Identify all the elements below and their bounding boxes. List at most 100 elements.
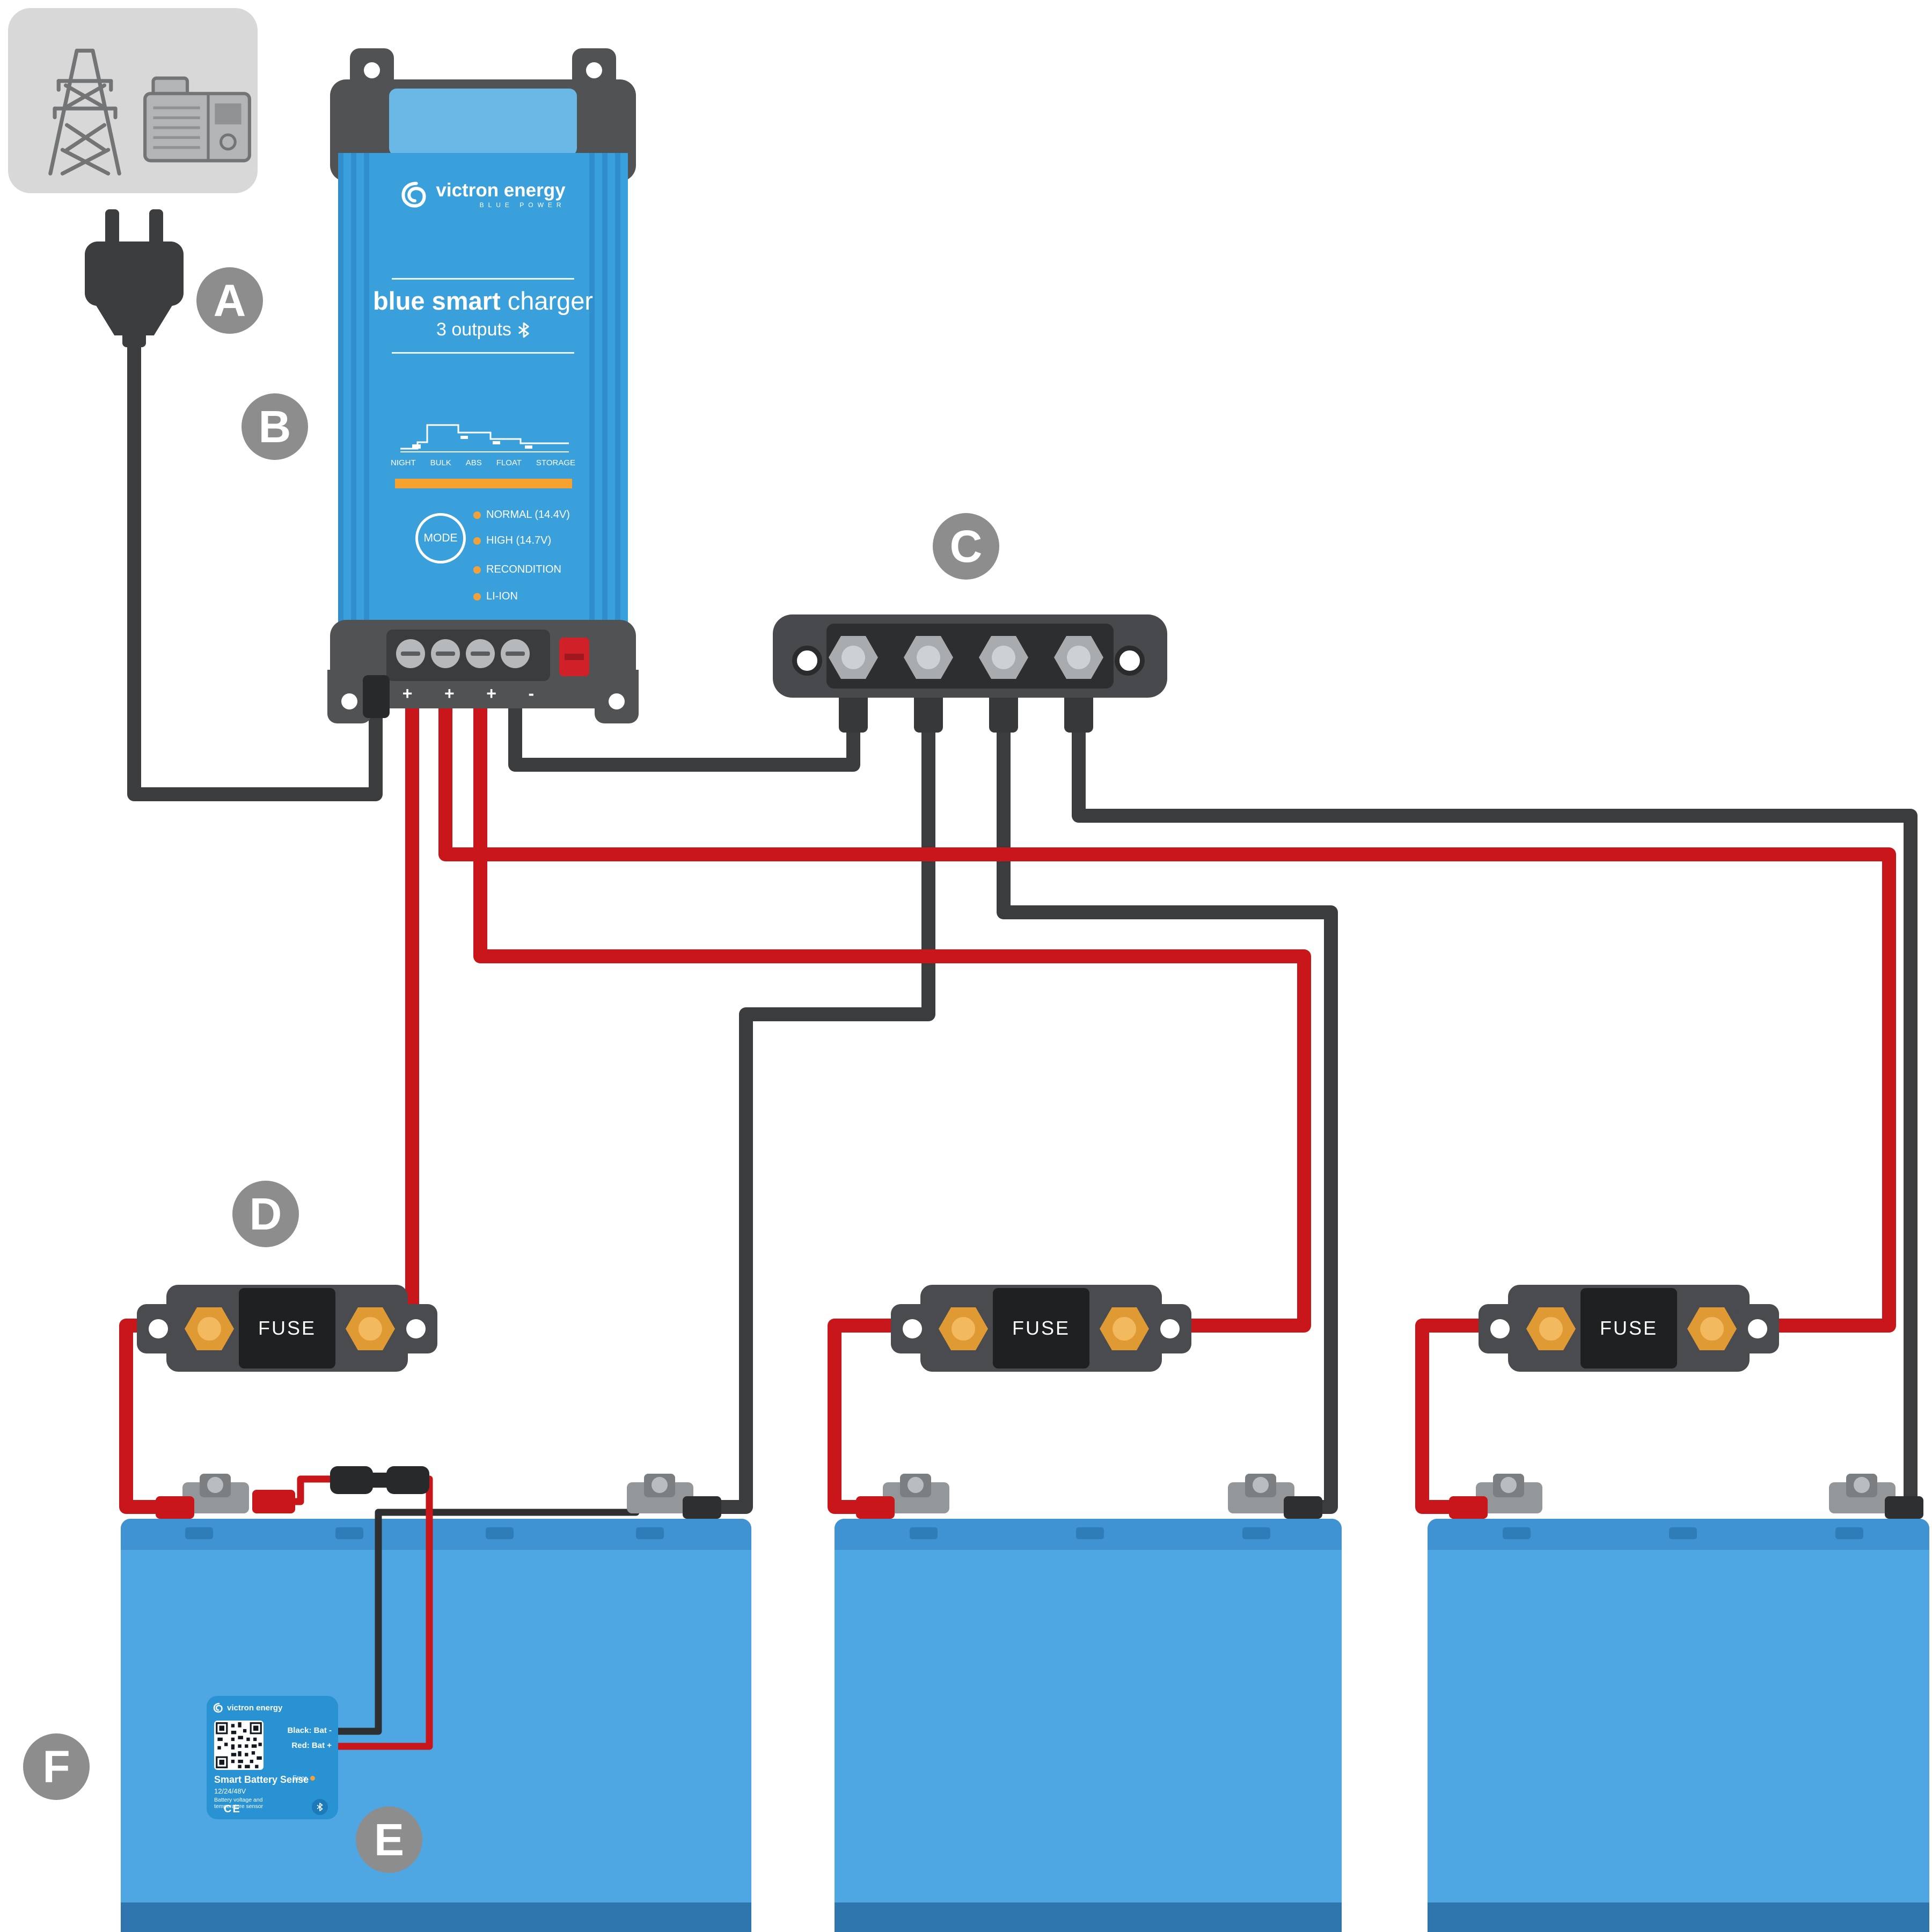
mount-hole	[586, 62, 602, 78]
battery-3	[1428, 1519, 1929, 1932]
sbs-description: Battery voltage and temperature sensor	[214, 1797, 264, 1810]
sbs-black-wire-label: Black: Bat -	[287, 1726, 332, 1735]
busbar-terminal-stub	[839, 695, 868, 733]
charge-stage-labels: NIGHT BULK ABS FLOAT STORAGE	[391, 458, 575, 467]
victron-spiral-icon	[401, 181, 426, 208]
wire-busbar-to-battery1-negative	[700, 701, 935, 1514]
divider-line	[392, 352, 574, 354]
callout-d: D	[232, 1181, 299, 1247]
battery-2	[835, 1519, 1342, 1932]
busbar-nut-core	[1067, 646, 1091, 669]
busbar-nut	[979, 636, 1028, 679]
screw-slot	[401, 652, 420, 656]
polarity-label: +	[402, 684, 413, 703]
terminal-screw	[431, 639, 460, 668]
product-title-bold: blue smart	[372, 287, 501, 315]
fuse-terminal-core	[1113, 1317, 1136, 1341]
fuse-terminal-core	[358, 1317, 382, 1341]
bluetooth-icon	[518, 322, 529, 338]
terminal-polarity-labels: + + + -	[386, 684, 550, 704]
callout-c: C	[933, 513, 999, 580]
post-bolt	[207, 1477, 223, 1493]
fuse-terminal-core	[952, 1317, 975, 1341]
callout-f: F	[23, 1733, 90, 1800]
battery-cap	[1242, 1527, 1270, 1539]
ce-mark: CE	[224, 1803, 241, 1815]
stage-label: BULK	[430, 458, 451, 467]
error-led-indicator	[310, 1775, 315, 1781]
fuse-mount-hole	[1748, 1319, 1767, 1338]
charge-curve-graphic	[400, 424, 569, 452]
busbar-nut-core	[917, 646, 940, 669]
sbs-error-label: Error	[292, 1774, 307, 1782]
fuse-label: FUSE	[993, 1288, 1089, 1368]
ac-plug	[80, 207, 188, 352]
wire-charger-positive2-to-fuse3	[438, 650, 1896, 1333]
post-bolt	[1854, 1477, 1870, 1493]
led-indicator	[473, 511, 481, 519]
polarity-label: +	[486, 684, 496, 703]
terminal-screw	[396, 639, 425, 668]
busbar-terminal-stub	[1064, 695, 1093, 733]
post-bolt	[652, 1477, 668, 1493]
callout-a: A	[196, 267, 263, 334]
mount-hole	[341, 693, 357, 709]
led-indicator	[473, 592, 481, 601]
callout-e: E	[356, 1806, 422, 1873]
smart-battery-sense: victron energy Black: Bat - Red: Bat + S…	[207, 1696, 338, 1819]
fuse-mount-ear	[394, 1304, 437, 1353]
battery-cap	[1076, 1527, 1104, 1539]
battery1-sense-lug	[252, 1490, 295, 1513]
post-bolt	[1501, 1477, 1517, 1493]
fuse-mount-hole	[406, 1319, 426, 1338]
screw-slot	[471, 652, 490, 656]
charger-top-window	[389, 89, 577, 156]
led-label: RECONDITION	[486, 564, 561, 575]
fuse-holder-3: FUSE	[1479, 1282, 1779, 1375]
busbar-base	[773, 614, 1167, 698]
charger-product-title: blue smart charger	[349, 286, 617, 316]
sbs-brand: victron energy	[213, 1702, 282, 1713]
fuse-mount-hole	[1160, 1319, 1180, 1338]
battery-cap	[1835, 1527, 1863, 1539]
battery1-positive-lug	[156, 1496, 194, 1519]
battery-base-strip	[835, 1902, 1342, 1932]
led-indicator	[473, 566, 481, 574]
fuse-mount-hole	[149, 1319, 168, 1338]
battery-cap	[1669, 1527, 1697, 1539]
led-row: NORMAL (14.4V)	[473, 509, 570, 521]
charger-brand: victron energy BLUE POWER	[381, 180, 585, 209]
fuse-terminal-core	[197, 1317, 221, 1341]
ac-source-panel	[8, 8, 258, 193]
battery-base-strip	[121, 1902, 751, 1932]
busbar-mount-hole	[1115, 646, 1145, 676]
sbs-brand-name: victron energy	[227, 1703, 283, 1713]
mount-hole	[364, 62, 380, 78]
accent-bar	[395, 479, 572, 488]
battery3-negative-lug	[1885, 1496, 1923, 1519]
charger-fuse-module	[559, 638, 589, 676]
wire-sense-black	[333, 1509, 640, 1735]
led-indicator	[473, 537, 481, 545]
battery-cap	[335, 1527, 363, 1539]
mount-hole	[609, 693, 625, 709]
fuse-mount-ear	[891, 1304, 934, 1353]
fuse-label: FUSE	[1580, 1288, 1677, 1368]
sbs-error-row: Error	[292, 1774, 315, 1782]
outputs-label: 3 outputs	[436, 319, 511, 340]
polarity-label: -	[528, 684, 535, 703]
sbs-product-name: Smart Battery Sense	[214, 1774, 309, 1785]
battery-cap	[910, 1527, 938, 1539]
battery2-positive-lug	[856, 1496, 895, 1519]
victron-spiral-icon	[213, 1703, 223, 1713]
charger-fins-left	[338, 153, 377, 660]
busbar-terminal-stub	[914, 695, 943, 733]
battery3-positive-lug	[1449, 1496, 1488, 1519]
busbar-nut	[904, 636, 953, 679]
sbs-red-wire-label: Red: Bat +	[291, 1741, 332, 1750]
led-label: NORMAL (14.4V)	[486, 509, 570, 521]
plug-taper	[85, 287, 184, 335]
blue-smart-charger: victron energy BLUE POWER blue smart cha…	[327, 48, 639, 724]
led-row: HIGH (14.7V)	[473, 535, 551, 547]
generator-icon	[143, 76, 251, 163]
